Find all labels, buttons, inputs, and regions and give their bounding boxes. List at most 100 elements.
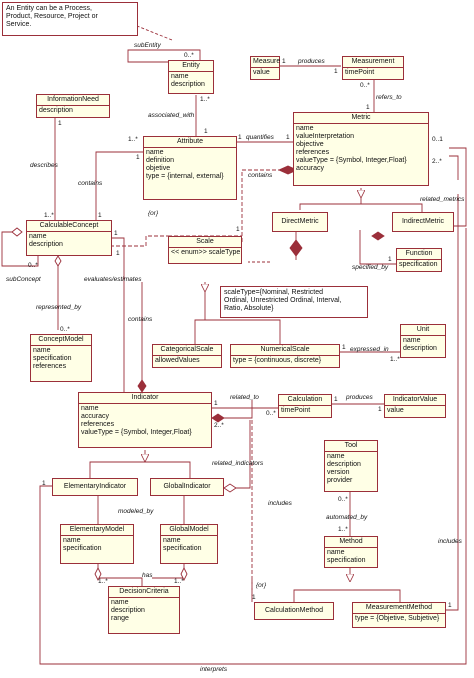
class-information-need[interactable]: InformationNeed description (36, 94, 110, 118)
multiplicity: 1 (116, 250, 120, 257)
class-unit-attr: description (403, 345, 437, 352)
label-related-to: related_to (230, 394, 259, 401)
multiplicity: 1..* (174, 578, 184, 585)
class-decision-criteria-name: DecisionCriteria (109, 587, 179, 598)
class-tool[interactable]: Tool name description version provider (324, 440, 378, 492)
class-direct-metric[interactable]: DirectMetric (272, 212, 328, 232)
multiplicity: 1 (378, 406, 382, 413)
class-scale[interactable]: Scale << enum>> scaleType (168, 236, 242, 264)
class-indicator[interactable]: Indicator name accuracy references value… (78, 392, 212, 448)
multiplicity: 0..* (338, 496, 348, 503)
multiplicity: 1 (252, 594, 256, 601)
class-metric-attr: valueType = {Symbol, Integer,Float} (296, 157, 407, 164)
class-elementary-model-attr: name (63, 537, 81, 544)
entity-note-line-3: Service. (6, 21, 32, 28)
class-decision-criteria[interactable]: DecisionCriteria name description range (108, 586, 180, 634)
class-tool-attr: version (327, 469, 350, 476)
class-measurement-method[interactable]: MeasurementMethod type = {Objetive, Subj… (352, 602, 446, 628)
label-refers-to: refers_to (376, 94, 402, 101)
class-measure[interactable]: Measure value (250, 56, 280, 80)
multiplicity: 1 (58, 120, 62, 127)
class-elementary-model[interactable]: ElementaryModel name specification (60, 524, 134, 564)
class-calculable-concept-attr: description (29, 241, 63, 248)
class-calculation[interactable]: Calculation timePoint (278, 394, 332, 418)
class-measure-name: Measure (251, 57, 280, 68)
class-tool-attr: description (327, 461, 361, 468)
class-calculation-method[interactable]: CalculationMethod (254, 602, 334, 620)
class-metric-attr: objective (296, 141, 324, 148)
multiplicity: 1..* (390, 356, 400, 363)
class-function[interactable]: Function specification (396, 248, 442, 272)
entity-note-line-2: Product, Resource, Project or (6, 13, 98, 20)
multiplicity: 1 (448, 602, 452, 609)
class-global-indicator[interactable]: GlobalIndicator (150, 478, 224, 496)
multiplicity: 1..* (44, 212, 54, 219)
class-indicator-name: Indicator (79, 393, 211, 404)
label-automated-by: automated_by (326, 514, 368, 521)
class-calculation-method-name: CalculationMethod (265, 607, 323, 614)
class-indicator-attr: valueType = {Symbol, Integer,Float} (81, 429, 192, 436)
class-scale-name: Scale (169, 237, 241, 248)
label-related-metrics: related_metrics (420, 196, 465, 203)
multiplicity: 0..* (266, 410, 276, 417)
class-attribute-name: Attribute (144, 137, 236, 148)
class-indicator-value[interactable]: IndicatorValue value (384, 394, 446, 418)
class-metric[interactable]: Metric name valueInterpretation objectiv… (293, 112, 429, 186)
class-global-model[interactable]: GlobalModel name specification (160, 524, 218, 564)
class-indirect-metric[interactable]: IndirectMetric (392, 212, 454, 232)
class-method[interactable]: Method name specification (324, 536, 378, 568)
multiplicity: 0..1 (432, 136, 443, 143)
label-contains: contains (128, 316, 153, 323)
class-function-name: Function (397, 249, 441, 260)
class-indirect-metric-name: IndirectMetric (401, 218, 444, 225)
multiplicity: 0..* (60, 326, 70, 333)
multiplicity: 0..* (184, 52, 194, 59)
label-modeled-by: modeled_by (118, 508, 154, 515)
multiplicity: 1 (214, 400, 218, 407)
multiplicity: 1 (366, 104, 370, 111)
class-categorical-scale-name: CategoricalScale (153, 345, 221, 356)
class-concept-model-attr: specification (33, 355, 72, 362)
entity-note-line-1: An Entity can be a Process, (6, 5, 92, 12)
label-interprets: interprets (200, 666, 228, 673)
class-calculable-concept[interactable]: CalculableConcept name description (26, 220, 112, 256)
label-sub-concept: subConcept (6, 276, 41, 283)
label-produces: produces (298, 58, 325, 65)
scale-note: scaleType={Nominal, Restricted Ordinal, … (220, 286, 368, 318)
label-associated-with: associated_with (148, 112, 195, 119)
scale-note-line-2: Ordinal, Unrestricted Ordinal, Interval, (224, 297, 342, 304)
class-global-model-name: GlobalModel (161, 525, 217, 536)
label-contains: contains (248, 172, 273, 179)
multiplicity: 1..* (98, 578, 108, 585)
class-concept-model[interactable]: ConceptModel name specification referenc… (30, 334, 92, 382)
class-tool-attr: provider (327, 477, 353, 484)
class-measurement[interactable]: Measurement timePoint (342, 56, 404, 80)
class-decision-criteria-attr: range (111, 615, 129, 622)
multiplicity: 1 (388, 256, 392, 263)
class-decision-criteria-attr: description (111, 607, 145, 614)
class-decision-criteria-attr: name (111, 599, 129, 606)
class-metric-name: Metric (294, 113, 428, 124)
class-direct-metric-name: DirectMetric (281, 218, 319, 225)
label-evaluates-estimates: evaluates/estimates (84, 276, 142, 283)
class-attribute-attr: objetive (146, 165, 171, 172)
label-contains: contains (78, 180, 103, 187)
class-indicator-attr: name (81, 405, 99, 412)
class-indicator-attr: accuracy (81, 413, 110, 420)
class-attribute[interactable]: Attribute name definition objetive type … (143, 136, 237, 200)
label-expressed-in: expressed_in (350, 346, 389, 353)
class-categorical-scale[interactable]: CategoricalScale allowedValues (152, 344, 222, 368)
class-elementary-indicator[interactable]: ElementaryIndicator (52, 478, 138, 496)
class-indicator-attr: references (81, 421, 115, 428)
class-numerical-scale-name: NumericalScale (231, 345, 339, 356)
class-unit[interactable]: Unit name description (400, 324, 446, 358)
class-numerical-scale[interactable]: NumericalScale type = {continuous, discr… (230, 344, 340, 368)
label-subentity: subEntity (134, 42, 161, 49)
class-indicator-value-name: IndicatorValue (385, 395, 445, 406)
label-or: {or} (148, 210, 159, 217)
class-information-need-attr: description (39, 107, 73, 114)
label-has: has (142, 572, 153, 579)
class-metric-attr: name (296, 125, 314, 132)
label-includes: includes (268, 500, 292, 507)
